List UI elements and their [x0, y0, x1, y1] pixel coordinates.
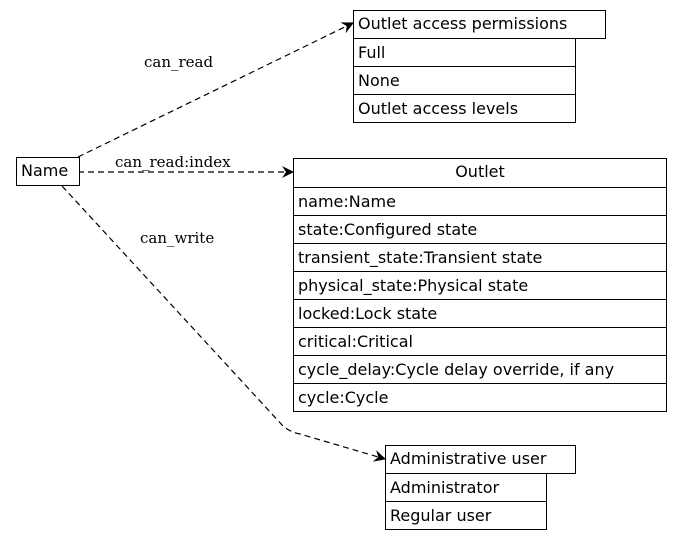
table-row[interactable]: physical_state:Physical state	[294, 271, 666, 299]
table-row[interactable]: state:Configured state	[294, 215, 666, 243]
admin-table-rows: Administrator Regular user	[385, 473, 547, 530]
table-row[interactable]: Regular user	[386, 501, 546, 529]
table-row[interactable]: Full	[354, 38, 575, 66]
outlet-table[interactable]: Outlet name:Name state:Configured state …	[293, 158, 667, 412]
table-row[interactable]: Outlet access levels	[354, 94, 575, 122]
edge-label-can-read: can_read	[144, 53, 213, 71]
permissions-table-title: Outlet access permissions	[358, 14, 568, 33]
admin-table-title: Administrative user	[390, 449, 547, 468]
table-row[interactable]: transient_state:Transient state	[294, 243, 666, 271]
source-node-name[interactable]: Name	[16, 157, 80, 186]
table-row[interactable]: critical:Critical	[294, 327, 666, 355]
outlet-table-title: Outlet	[455, 162, 505, 181]
edge-can-write	[61, 185, 386, 462]
permissions-table-header[interactable]: Outlet access permissions	[353, 10, 606, 39]
table-row[interactable]: Administrator	[386, 473, 546, 501]
table-row[interactable]: cycle_delay:Cycle delay override, if any	[294, 355, 666, 383]
admin-table-header[interactable]: Administrative user	[385, 445, 576, 474]
table-row[interactable]: locked:Lock state	[294, 299, 666, 327]
table-row[interactable]: cycle:Cycle	[294, 383, 666, 411]
source-node-label: Name	[21, 161, 69, 180]
table-row[interactable]: name:Name	[294, 187, 666, 215]
edge-can-read	[77, 22, 354, 158]
permissions-table-rows: Full None Outlet access levels	[353, 38, 576, 123]
edge-label-can-read-index: can_read:index	[115, 153, 231, 171]
table-row[interactable]: None	[354, 66, 575, 94]
edge-label-can-write: can_write	[140, 229, 214, 247]
